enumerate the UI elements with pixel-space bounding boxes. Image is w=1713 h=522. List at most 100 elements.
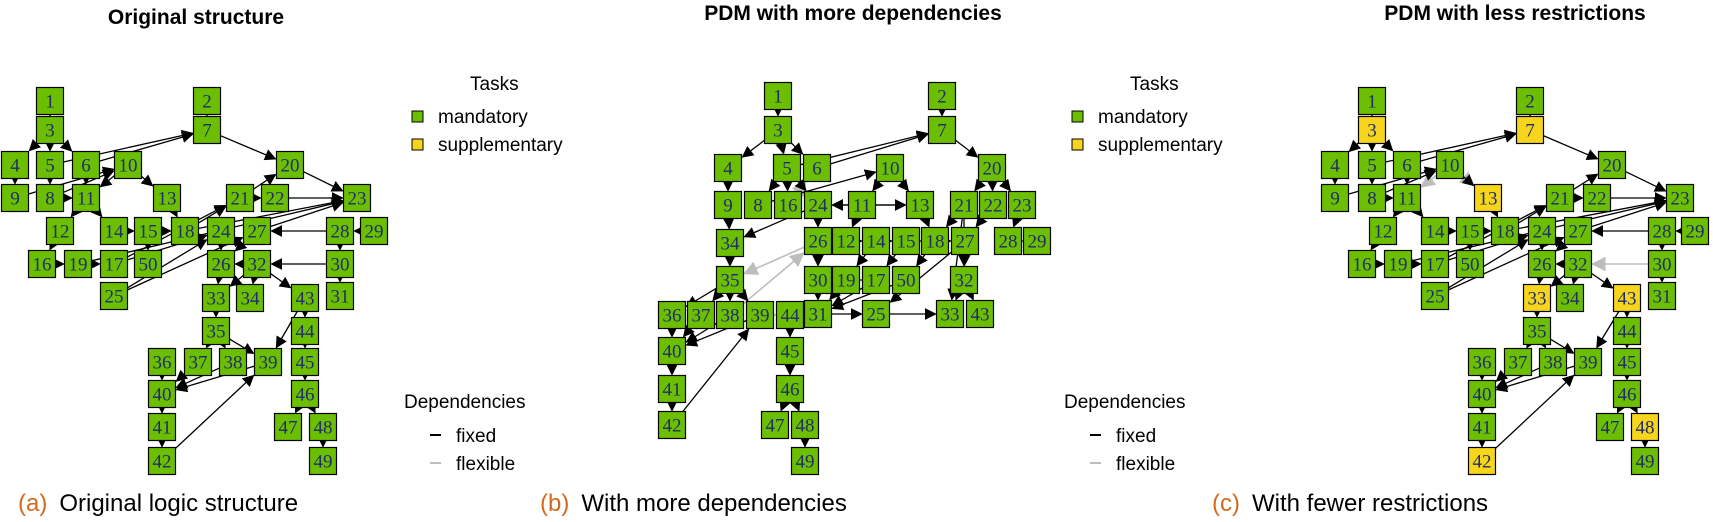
task-node-48: 48 (790, 410, 820, 440)
fixed-edge-11-12 (1392, 204, 1405, 218)
fixed-edge-21-18 (945, 214, 958, 228)
fixed-edge-3-5 (775, 141, 787, 155)
task-box (920, 226, 950, 256)
fixed-edge-27-23 (1591, 200, 1667, 228)
task-label: 18 (1496, 222, 1515, 243)
task-label: 12 (51, 222, 70, 243)
task-label: 37 (189, 353, 208, 374)
task-node-26: 26 (206, 249, 236, 279)
task-node-31: 31 (325, 281, 355, 311)
task-box (1545, 183, 1575, 213)
fixed-edge-18-50 (916, 253, 928, 267)
task-node-6: 6 (1392, 150, 1422, 180)
legend-mandatory-swatch (1071, 110, 1084, 123)
fixed-edge-12-16 (1370, 237, 1382, 251)
task-box (359, 216, 389, 246)
task-label: 4 (723, 159, 733, 180)
task-label: 19 (837, 271, 856, 292)
flexible-edge-26-35 (743, 246, 805, 275)
task-node-31: 31 (1647, 281, 1677, 311)
task-node-24: 24 (803, 190, 833, 220)
task-box (342, 183, 372, 213)
task-box (803, 226, 833, 256)
task-box (993, 226, 1023, 256)
task-box (760, 410, 790, 440)
task-label: 34 (721, 234, 741, 255)
task-node-44: 44 (775, 300, 805, 330)
task-node-49: 49 (790, 446, 820, 476)
task-node-39: 39 (253, 347, 283, 377)
caption-a-text: Original logic structure (59, 490, 298, 517)
task-box (1555, 283, 1585, 313)
task-box (1612, 347, 1642, 377)
task-node-42: 42 (147, 446, 177, 476)
fixed-edge-32-34 (1570, 271, 1582, 285)
task-node-17: 17 (861, 265, 891, 295)
task-node-11: 11 (1392, 183, 1422, 213)
task-label: 40 (1473, 385, 1492, 406)
task-box (763, 81, 793, 111)
task-box (927, 115, 957, 145)
task-box (775, 336, 805, 366)
task-box (686, 300, 716, 330)
task-label: 35 (207, 322, 226, 343)
fixed-edge-9-34 (722, 217, 735, 230)
task-node-10: 10 (875, 153, 905, 183)
task-box (133, 216, 163, 246)
task-label: 50 (139, 255, 158, 276)
task-node-22: 22 (260, 183, 290, 213)
task-node-18: 18 (170, 216, 200, 246)
task-box (1515, 86, 1545, 116)
task-box (1467, 446, 1497, 476)
fixed-edge-35-39 (1550, 338, 1575, 354)
task-label: 9 (723, 196, 733, 217)
task-label: 44 (296, 322, 316, 343)
task-label: 1 (45, 92, 55, 113)
fixed-edge-3-6 (790, 142, 804, 155)
task-node-32: 32 (1563, 249, 1593, 279)
legend-flexible-label: flexible (456, 454, 515, 475)
fixed-edge-46-47 (1616, 400, 1628, 414)
task-box (1467, 347, 1497, 377)
task-box (260, 183, 290, 213)
task-node-27: 27 (242, 216, 272, 246)
task-node-38: 38 (218, 347, 248, 377)
task-box (1473, 183, 1503, 213)
task-node-32: 32 (949, 265, 979, 295)
fixed-edge-13-18 (919, 214, 931, 228)
task-label: 31 (331, 287, 350, 308)
task-box (1612, 316, 1642, 346)
fixed-edge-27-26 (234, 239, 248, 252)
task-label: 14 (105, 222, 125, 243)
task-node-15: 15 (1455, 216, 1485, 246)
task-node-11: 11 (71, 183, 101, 213)
task-node-33: 33 (201, 283, 231, 313)
task-node-9: 9 (0, 183, 30, 213)
task-node-14: 14 (99, 216, 129, 246)
task-label: 50 (1461, 255, 1480, 276)
task-box (45, 216, 75, 246)
task-label: 7 (937, 121, 947, 142)
task-label: 5 (45, 156, 55, 177)
task-node-6: 6 (71, 150, 101, 180)
task-label: 8 (1367, 189, 1377, 210)
task-label: 16 (1353, 255, 1372, 276)
task-label: 22 (266, 189, 285, 210)
task-node-19: 19 (63, 249, 93, 279)
task-label: 31 (1653, 287, 1672, 308)
task-box (1392, 183, 1422, 213)
fixed-edge-32-34 (249, 272, 261, 285)
fixed-edge-10-11 (99, 175, 115, 188)
fixed-edge-35-39 (229, 338, 255, 354)
task-box (71, 183, 101, 213)
task-node-8: 8 (1357, 183, 1387, 213)
caption-a-letter: (a) (18, 490, 47, 517)
task-box (977, 153, 1007, 183)
task-node-36: 36 (1467, 347, 1497, 377)
task-label: 19 (69, 255, 88, 276)
task-node-3: 3 (763, 115, 793, 145)
task-node-29: 29 (1022, 226, 1052, 256)
task-label: 17 (105, 255, 124, 276)
task-label: 22 (1588, 189, 1607, 210)
task-box (935, 299, 965, 329)
